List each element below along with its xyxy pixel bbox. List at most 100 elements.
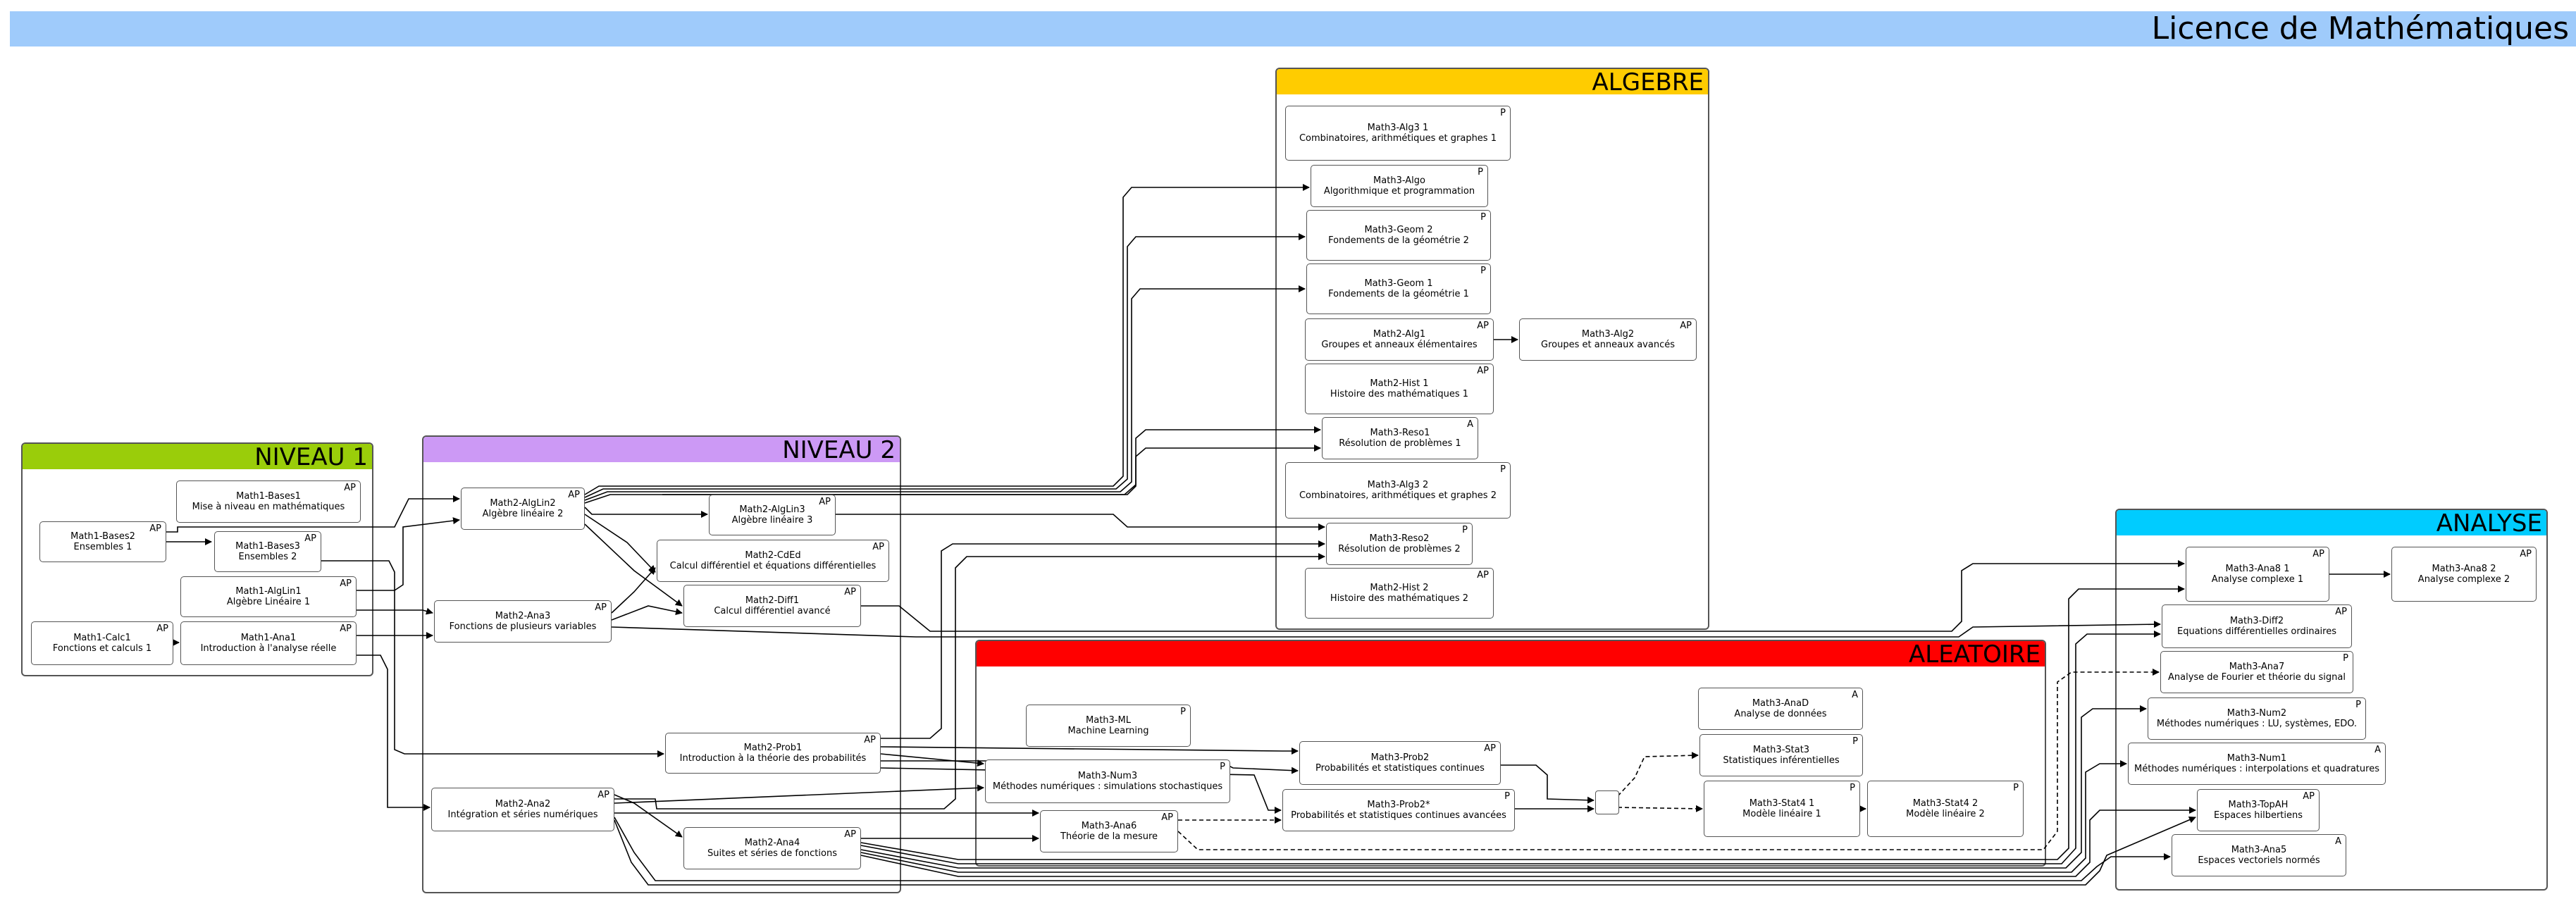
course-tag: AP [2312,549,2324,559]
course-name: Algèbre linéaire 2 [482,509,564,519]
course-node-math3-num2[interactable]: P Math3-Num2 Méthodes numériques : LU, s… [2148,697,2366,740]
course-node-math3-ana5[interactable]: A Math3-Ana5 Espaces vectoriels normés [2172,834,2346,876]
course-name: Fonctions de plusieurs variables [449,621,597,632]
course-tag: AP [1477,366,1489,376]
course-node-math3-stat3[interactable]: P Math3-Stat3 Statistiques inférentielle… [1699,734,1863,776]
course-name: Calcul différentiel et équations différe… [669,561,877,571]
course-name: Probabilités et statistiques continues [1315,763,1485,774]
course-name: Fonctions et calculs 1 [52,643,152,654]
course-node-math2-alg1[interactable]: AP Math2-Alg1 Groupes et anneaux élément… [1305,318,1494,361]
course-name: Analyse complexe 1 [2211,574,2304,585]
course-node-math3-ana6[interactable]: AP Math3-Ana6 Théorie de la mesure [1040,810,1178,852]
course-node-math3-prob2-star[interactable]: P Math3-Prob2* Probabilités et statistiq… [1282,789,1515,831]
course-tag: P [1480,266,1486,276]
course-node-math1-bases3[interactable]: AP Math1-Bases3 Ensembles 2 [214,531,321,572]
course-node-math3-algo[interactable]: P Math3-Algo Algorithmique et programmat… [1311,165,1488,207]
course-tag: P [1462,525,1468,535]
title-bar: Licence de Mathématiques [10,11,2576,46]
course-node-math1-alglin1[interactable]: AP Math1-AlgLin1 Algèbre Linéaire 1 [180,576,357,617]
course-tag: AP [1161,812,1173,823]
course-tag: A [1467,419,1473,430]
course-code: Math3-Prob2 [1370,752,1430,763]
course-node-math1-ana1[interactable]: AP Math1-Ana1 Introduction à l'analyse r… [180,621,357,665]
course-node-math3-alg3-1[interactable]: P Math3-Alg3 1 Combinatoires, arithmétiq… [1285,106,1511,161]
course-code: Math3-Ana8 1 [2225,564,2290,574]
course-tag: AP [595,602,607,613]
course-name: Méthodes numériques : simulations stocha… [992,781,1223,792]
group-title: ANALYSE [2436,509,2542,538]
course-code: Math3-Geom 1 [1364,278,1433,289]
course-tag: P [1478,167,1483,178]
course-node-math2-diff1[interactable]: AP Math2-Diff1 Calcul différentiel avanc… [683,585,861,627]
course-node-math3-num1[interactable]: A Math3-Num1 Méthodes numériques : inter… [2128,743,2386,785]
course-name: Intégration et séries numériques [447,810,598,820]
course-code: Math3-Algo [1373,175,1425,186]
course-code: Math3-Ana5 [2231,845,2287,855]
course-node-math2-ana3[interactable]: AP Math2-Ana3 Fonctions de plusieurs var… [434,600,612,643]
course-tag: P [1850,783,1855,793]
course-node-math2-hist-2[interactable]: AP Math2-Hist 2 Histoire des mathématiqu… [1305,568,1494,619]
junction-node [1595,790,1619,814]
course-name: Combinatoires, arithmétiques et graphes … [1299,490,1497,501]
course-node-math1-bases2[interactable]: AP Math1-Bases2 Ensembles 1 [39,521,166,562]
course-node-math3-ana8-2[interactable]: AP Math3-Ana8 2 Analyse complexe 2 [2391,547,2537,602]
course-name: Machine Learning [1067,726,1149,736]
course-tag: AP [304,533,316,544]
group-title: NIVEAU 2 [782,436,896,464]
course-name: Fondements de la géométrie 1 [1328,289,1469,299]
course-code: Math1-Bases3 [235,541,300,552]
course-name: Résolution de problèmes 2 [1338,544,1461,554]
course-name: Groupes et anneaux élémentaires [1321,340,1478,350]
course-node-math3-ana7[interactable]: P Math3-Ana7 Analyse de Fourier et théor… [2160,651,2353,693]
course-name: Ensembles 2 [238,552,297,562]
course-node-math2-cded[interactable]: AP Math2-CdEd Calcul différentiel et équ… [657,540,889,582]
course-node-math3-alg3-2[interactable]: P Math3-Alg3 2 Combinatoires, arithmétiq… [1285,462,1511,519]
course-node-math3-ml[interactable]: P Math3-ML Machine Learning [1026,705,1191,747]
course-node-math3-geom-2[interactable]: P Math3-Geom 2 Fondements de la géométri… [1306,210,1491,261]
course-tag: AP [340,578,352,589]
course-node-math3-prob2[interactable]: AP Math3-Prob2 Probabilités et statistiq… [1299,741,1501,785]
course-node-math3-topah[interactable]: AP Math3-TopAH Espaces hilbertiens [2197,789,2320,831]
course-tag: P [1220,762,1225,772]
course-node-math3-alg2[interactable]: AP Math3-Alg2 Groupes et anneaux avancés [1519,318,1697,361]
course-node-math3-stat4-1[interactable]: P Math3-Stat4 1 Modèle linéaire 1 [1704,781,1860,837]
course-name: Equations différentielles ordinaires [2176,626,2336,637]
group-header: ALGEBRE [1277,69,1708,94]
course-node-math3-reso2[interactable]: P Math3-Reso2 Résolution de problèmes 2 [1326,523,1473,565]
course-code: Math2-Ana2 [495,799,551,810]
group-title: NIVEAU 1 [254,443,368,471]
course-node-math1-bases1[interactable]: AP Math1-Bases1 Mise à niveau en mathéma… [176,480,361,523]
course-node-math2-ana4[interactable]: AP Math2-Ana4 Suites et séries de foncti… [683,827,861,869]
course-code: Math2-AlgLin2 [490,498,556,509]
course-name: Résolution de problèmes 1 [1339,438,1461,449]
course-tag: A [2335,836,2341,847]
course-code: Math3-ML [1086,715,1131,726]
course-tag: P [1480,212,1486,223]
course-code: Math2-CdEd [745,550,801,561]
course-code: Math2-Alg1 [1373,329,1426,340]
group-analyse: ANALYSE [2115,509,2548,891]
course-node-math2-ana2[interactable]: AP Math2-Ana2 Intégration et séries numé… [431,788,614,831]
course-node-math3-reso1[interactable]: A Math3-Reso1 Résolution de problèmes 1 [1322,417,1478,459]
course-node-math1-calc1[interactable]: AP Math1-Calc1 Fonctions et calculs 1 [31,621,173,665]
course-tag: AP [340,624,352,634]
course-node-math2-hist-1[interactable]: AP Math2-Hist 1 Histoire des mathématiqu… [1305,364,1494,414]
course-node-math2-alglin3[interactable]: AP Math2-AlgLin3 Algèbre linéaire 3 [709,495,836,535]
course-tag: A [2374,745,2381,755]
course-node-math3-stat4-2[interactable]: P Math3-Stat4 2 Modèle linéaire 2 [1867,781,2024,837]
course-tag: P [2013,783,2019,793]
course-node-math2-prob1[interactable]: AP Math2-Prob1 Introduction à la théorie… [665,733,881,774]
course-code: Math3-Num2 [2227,708,2287,719]
course-node-math2-alglin2[interactable]: AP Math2-AlgLin2 Algèbre linéaire 2 [461,488,585,530]
course-node-math3-anad[interactable]: A Math3-AnaD Analyse de données [1698,688,1863,730]
course-node-math3-num3[interactable]: P Math3-Num3 Méthodes numériques : simul… [985,759,1230,803]
course-name: Introduction à la théorie des probabilit… [679,753,867,764]
course-tag: AP [344,483,356,493]
course-name: Fondements de la géométrie 2 [1328,235,1469,246]
course-tag: P [1504,791,1510,802]
course-node-math3-diff2[interactable]: AP Math3-Diff2 Equations différentielles… [2162,604,2352,648]
course-node-math3-ana8-1[interactable]: AP Math3-Ana8 1 Analyse complexe 1 [2186,547,2329,602]
course-name: Espaces hilbertiens [2213,810,2303,821]
course-node-math3-geom-1[interactable]: P Math3-Geom 1 Fondements de la géométri… [1306,263,1491,314]
course-code: Math1-Bases2 [70,531,135,542]
